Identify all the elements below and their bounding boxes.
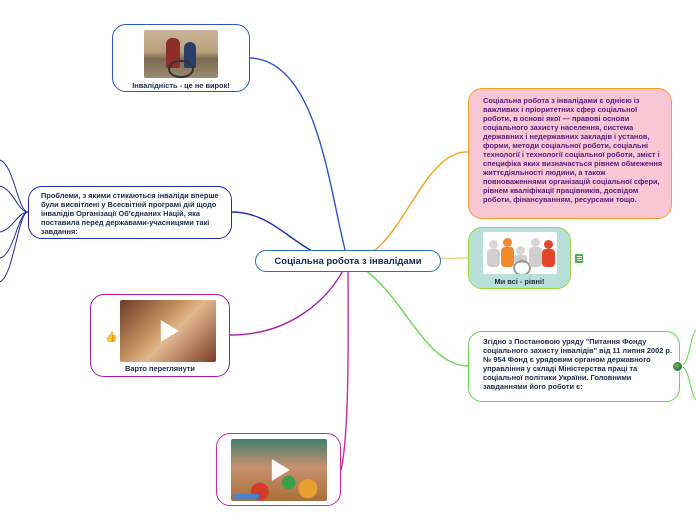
- sub-link-1: [0, 159, 29, 213]
- notes-icon[interactable]: [575, 254, 583, 263]
- globe-icon[interactable]: [672, 361, 683, 372]
- video-thumbnail-2[interactable]: [231, 439, 327, 501]
- disability-image-node[interactable]: Інвалідність - це не вирок!: [112, 24, 250, 92]
- sub-link-fund-1: [679, 329, 696, 367]
- play-icon[interactable]: [160, 320, 179, 342]
- problems-node[interactable]: Проблеми, з якими стикаються інваліди вп…: [28, 186, 232, 239]
- link-fund: [347, 260, 469, 367]
- link-video1: [229, 260, 349, 336]
- play-icon[interactable]: [271, 459, 290, 481]
- video-node-1[interactable]: 👍 Варто переглянути: [90, 294, 230, 377]
- wheelchair-photo: [144, 30, 218, 78]
- sub-link-5: [0, 211, 29, 283]
- sub-link-2: [0, 185, 29, 213]
- fund-text: Згідно з Постановою уряду "Питання Фонду…: [483, 337, 672, 391]
- disability-caption: Інвалідність - це не вирок!: [132, 81, 230, 90]
- video-thumbnail-1[interactable]: [120, 300, 216, 362]
- equal-caption: Ми всі - рівні!: [494, 277, 545, 286]
- link-video2: [340, 260, 349, 471]
- thumbs-up-icon: 👍: [105, 332, 118, 343]
- people-group-image: [483, 232, 557, 274]
- definition-node[interactable]: Соціальна робота з інвалідами є однією і…: [468, 88, 672, 219]
- central-topic[interactable]: Соціальна робота з інвалідами: [255, 250, 441, 272]
- link-definition: [347, 151, 469, 262]
- fund-node[interactable]: Згідно з Постановою уряду "Питання Фонду…: [468, 331, 680, 402]
- central-topic-label: Соціальна робота з інвалідами: [274, 255, 422, 267]
- definition-text: Соціальна робота з інвалідами є однією і…: [483, 96, 663, 204]
- video-node-2[interactable]: [216, 433, 341, 506]
- sub-link-fund-2: [679, 365, 696, 401]
- link-disability: [249, 57, 349, 262]
- problems-text: Проблеми, з якими стикаються інваліди вп…: [41, 191, 219, 236]
- equal-image-node[interactable]: Ми всі - рівні!: [468, 227, 571, 289]
- video1-caption: Варто переглянути: [125, 364, 195, 373]
